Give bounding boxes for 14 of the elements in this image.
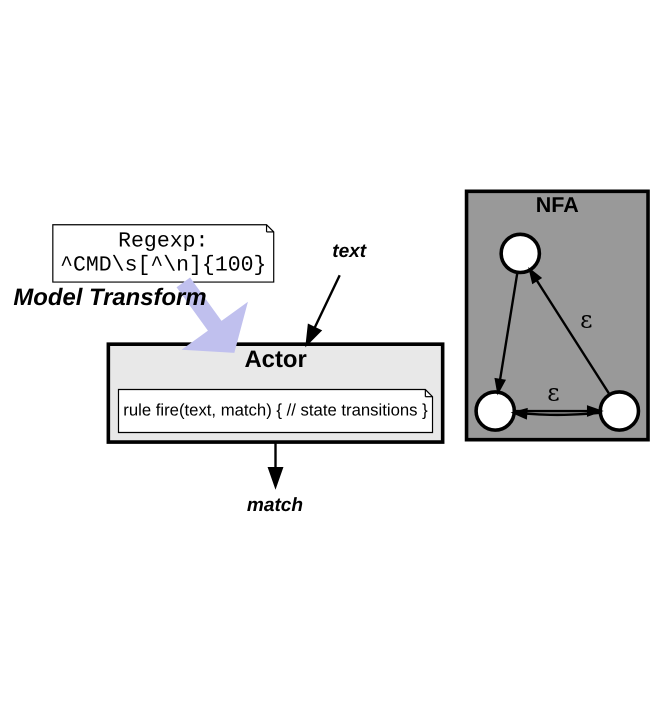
edge-label: ε [547,378,560,406]
node-circle [474,390,516,432]
arrow [305,274,341,348]
node-text: text [332,240,366,262]
node-text: match [246,495,304,516]
arrow [514,405,604,417]
arrow [268,442,284,490]
edge-label: Model Transform [13,284,207,311]
arrow [494,272,519,396]
arrow [528,267,611,396]
edge-label: ε [580,305,593,334]
node-circle [499,232,542,274]
arrow [176,277,248,353]
node-circle [598,390,640,432]
